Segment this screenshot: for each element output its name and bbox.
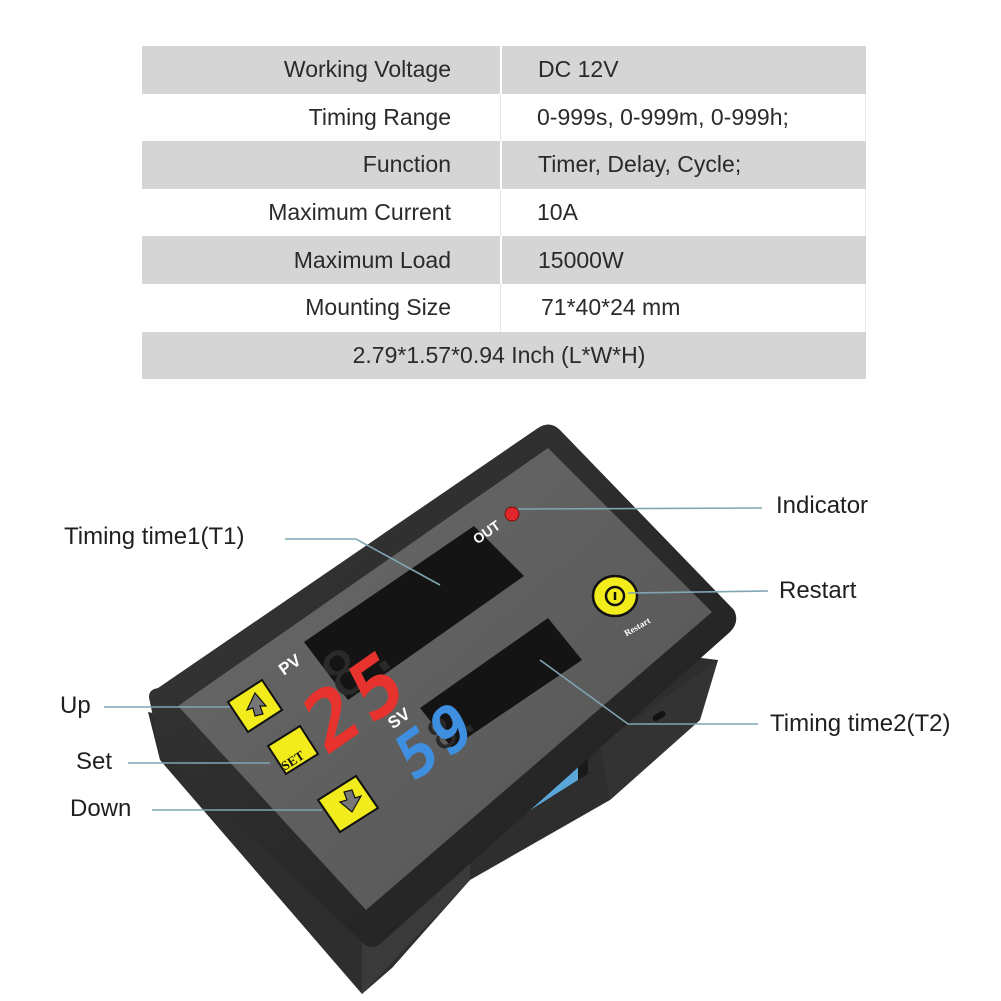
indicator-led (504, 506, 520, 522)
spec-value: 0-999s, 0-999m, 0-999h; (537, 103, 789, 130)
spec-row-maximum-load: Maximum Load 15000W (142, 236, 866, 284)
spec-row-working-voltage: Working Voltage DC 12V (142, 46, 866, 94)
spec-value: 71*40*24 mm (541, 294, 681, 321)
spec-row-maximum-current: Maximum Current 10A (142, 188, 866, 237)
callout-set: Set (76, 748, 113, 775)
spec-value: DC 12V (538, 56, 619, 83)
spec-label: Function (362, 151, 451, 178)
callout-timing-time1: Timing time1(T1) (64, 523, 245, 550)
leader-restart (627, 590, 769, 594)
column-divider (500, 93, 501, 142)
spec-label: Working Voltage (283, 56, 451, 83)
spec-label: Timing Range (308, 103, 451, 130)
callout-restart: Restart (779, 577, 857, 604)
leader-timing-time1 (285, 538, 441, 586)
callout-down: Down (70, 795, 132, 822)
device-bezel (149, 424, 737, 947)
column-divider (500, 46, 502, 94)
callout-timing-time2: Timing time2(T2) (770, 710, 951, 737)
up-arrow-icon (245, 691, 268, 717)
spec-row-inch-size: 2.79*1.57*0.94 Inch (L*W*H) (142, 331, 866, 380)
spec-value: 15000W (538, 246, 624, 273)
callout-up: Up (60, 692, 91, 719)
spec-row-mounting-size: Mounting Size 71*40*24 mm (142, 283, 866, 332)
leader-timing-time2 (539, 659, 758, 725)
leader-lines (104, 507, 769, 811)
spec-row-function: Function Timer, Delay, Cycle; (142, 141, 866, 189)
spec-label: Maximum Load (293, 246, 451, 273)
spec-label: Maximum Current (268, 199, 451, 226)
spec-value: 10A (537, 199, 578, 226)
spec-row-timing-range: Timing Range 0-999s, 0-999m, 0-999h; (142, 93, 866, 142)
column-divider (500, 283, 501, 332)
spec-footer: 2.79*1.57*0.94 Inch (L*W*H) (352, 341, 646, 368)
down-arrow-icon (338, 789, 363, 813)
spec-value: Timer, Delay, Cycle; (538, 151, 742, 178)
up-button[interactable] (226, 678, 284, 734)
column-divider (500, 141, 502, 189)
spec-label: Mounting Size (305, 294, 451, 321)
column-divider (500, 188, 501, 237)
callout-indicator: Indicator (776, 492, 869, 519)
column-divider (500, 236, 502, 284)
down-button[interactable] (316, 774, 380, 834)
set-button[interactable]: SET (266, 724, 320, 776)
leader-indicator (517, 507, 763, 510)
power-icon (604, 585, 626, 607)
restart-button[interactable] (591, 574, 639, 618)
spec-table: Working Voltage DC 12V Timing Range 0-99… (142, 46, 866, 380)
